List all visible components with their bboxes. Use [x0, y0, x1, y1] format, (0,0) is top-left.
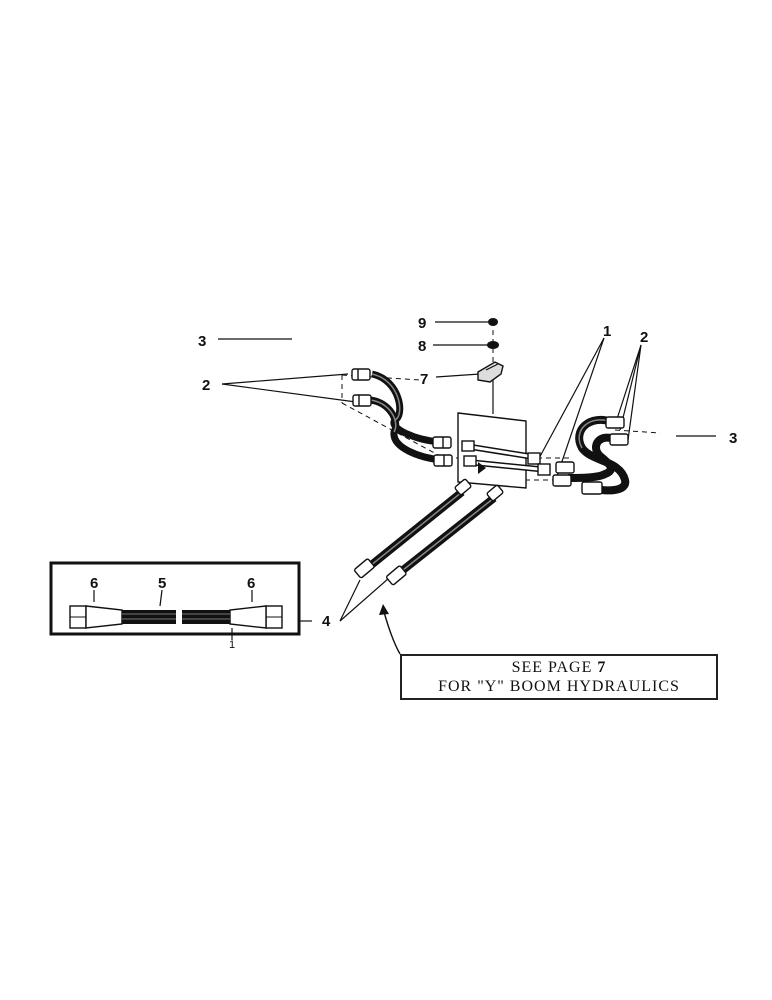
bracket-part-7 — [477, 361, 504, 383]
nut-part-9 — [488, 318, 498, 326]
note-page-number: 7 — [597, 659, 607, 676]
left-hoses — [369, 370, 443, 464]
callout-3-left: 3 — [198, 333, 206, 350]
note-prefix: SEE PAGE — [511, 659, 598, 676]
washer-part-8 — [487, 341, 499, 349]
see-page-note: SEE PAGE 7 FOR "Y" BOOM HYDRAULICS — [400, 654, 718, 700]
inset-callout-1: 1 — [229, 639, 235, 651]
long-hoses-part-4 — [367, 488, 497, 578]
callout-4: 4 — [322, 613, 331, 630]
right-hose-fittings — [552, 416, 629, 495]
callout-3-right: 3 — [729, 430, 737, 447]
callout-9: 9 — [418, 315, 426, 332]
callout-8: 8 — [418, 338, 426, 355]
callout-1: 1 — [603, 323, 611, 340]
tube-assembly-part-1 — [461, 440, 551, 476]
long-hose-fittings — [354, 478, 504, 586]
inset-callout-5: 5 — [158, 575, 166, 592]
inset-callout-6-right: 6 — [247, 575, 255, 592]
note-line-1: SEE PAGE 7 — [402, 659, 716, 677]
left-hose-fittings — [351, 368, 453, 467]
note-line-2: FOR "Y" BOOM HYDRAULICS — [438, 678, 680, 695]
note-pointer-arrow — [379, 604, 401, 655]
callout-7: 7 — [420, 371, 428, 388]
hose-detail-inset — [49, 561, 301, 640]
inset-callout-6-left: 6 — [90, 575, 98, 592]
callout-2-left: 2 — [202, 377, 210, 394]
leader-lines — [218, 321, 716, 622]
callout-2-right: 2 — [640, 329, 648, 346]
